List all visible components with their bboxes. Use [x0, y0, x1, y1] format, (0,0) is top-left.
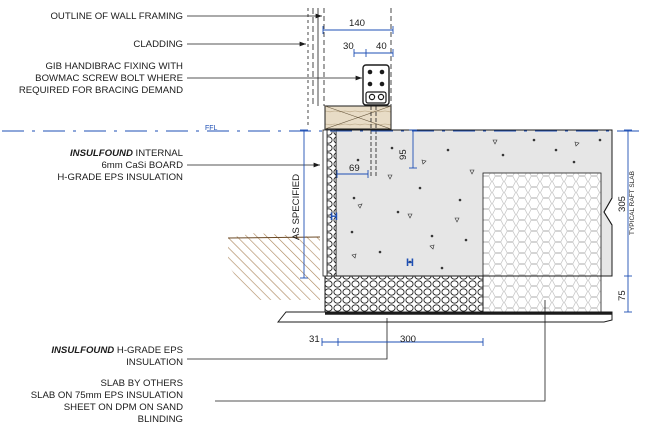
- dim-305: 305: [617, 195, 628, 212]
- insulfound-brand: INSULFOUND: [69, 148, 133, 159]
- label-slab-line3: SHEET ON DPM ON SAND: [63, 402, 183, 413]
- label-insulation: INSULATION: [126, 357, 183, 368]
- label-insulfound-hgrade: INSULFOUND H-GRADE EPS: [51, 345, 183, 357]
- dim-40: 40: [376, 41, 387, 52]
- soil-hatch: [227, 233, 321, 300]
- label-gib-line2: BOWMAC SCREW BOLT WHERE: [35, 73, 183, 84]
- eps-pod-block: [482, 172, 602, 277]
- label-slab-line1: SLAB BY OTHERS: [100, 378, 183, 389]
- insulfound-hgrade-rest: H-GRADE EPS: [114, 345, 183, 356]
- dim-140: 140: [349, 18, 366, 29]
- eps-under-slab-light: [482, 275, 602, 313]
- dim-30: 30: [343, 41, 354, 52]
- dimension-lines: [300, 26, 632, 346]
- label-cladding: CLADDING: [133, 39, 183, 50]
- label-typical-raft-slab: TYPICAL RAFT SLAB: [629, 171, 636, 235]
- casi-board: [322, 129, 328, 277]
- label-insulfound-internal: INSULFOUND INTERNAL: [70, 148, 183, 160]
- dim-as-specified: AS SPECIFIED: [291, 173, 302, 240]
- dim-69: 69: [349, 163, 360, 174]
- dim-31: 31: [309, 334, 320, 345]
- label-casi-board: 6mm CaSi BOARD: [101, 160, 183, 171]
- wall-framing-outline: [307, 8, 392, 128]
- insulfound-internal-rest: INTERNAL: [132, 148, 183, 159]
- break-line: [603, 197, 613, 226]
- label-outline-wall-framing: OUTLINE OF WALL FRAMING: [50, 11, 183, 22]
- eps-edge-insulation: [326, 129, 337, 277]
- label-gib-line1: GIB HANDIBRAC FIXING WITH: [45, 61, 183, 72]
- dim-75: 75: [617, 290, 628, 301]
- label-gib-line3: REQUIRED FOR BRACING DEMAND: [18, 85, 183, 96]
- label-ffl: FFL: [205, 125, 218, 132]
- label-slab-line4: BLINDING: [137, 414, 183, 425]
- h-grade-mark-base: H: [406, 257, 414, 269]
- dpm-blinding: [276, 311, 613, 323]
- leader-lines: [187, 13, 546, 402]
- h-grade-mark-edge: H: [330, 211, 338, 223]
- label-hgrade-eps: H-GRADE EPS INSULATION: [57, 172, 183, 183]
- insulfound-brand-2: INSULFOUND: [51, 345, 115, 356]
- gib-handibrac-bracket: [362, 64, 390, 106]
- concrete-aggregate: [350, 138, 602, 270]
- dim-300: 300: [400, 334, 417, 345]
- dim-95: 95: [398, 149, 409, 160]
- eps-under-footing: [324, 275, 484, 313]
- label-slab-line2: SLAB ON 75mm EPS INSULATION: [30, 390, 183, 401]
